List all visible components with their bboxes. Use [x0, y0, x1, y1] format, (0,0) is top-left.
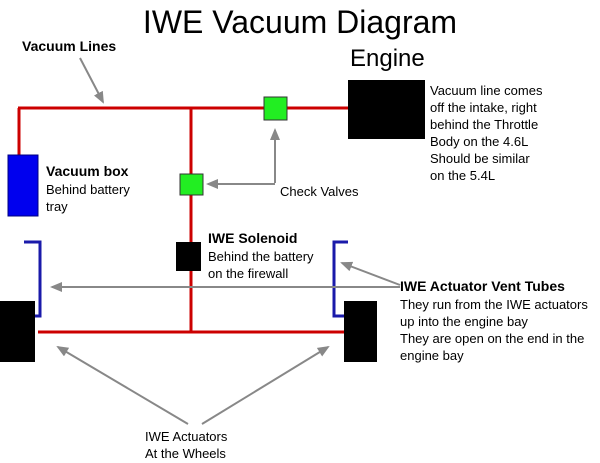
- vent-tubes-title: IWE Actuator Vent Tubes: [400, 278, 565, 294]
- vacuum-box-title: Vacuum box: [46, 163, 129, 179]
- solenoid-title: IWE Solenoid: [208, 230, 298, 246]
- vent-tube-left: [24, 240, 42, 318]
- engine-label: Engine: [350, 45, 425, 72]
- check-valves-label: Check Valves: [280, 184, 359, 199]
- actuators-label: IWE Actuators At the Wheels: [145, 429, 228, 461]
- arrow-actuator-left: [56, 345, 189, 425]
- vent-tubes: [24, 240, 348, 318]
- arrow-vent-right: [340, 261, 401, 286]
- engine-block: [348, 80, 425, 139]
- solenoid-note: Behind the battery on the firewall: [208, 249, 314, 281]
- vacuum-box-note: Behind battery tray: [46, 182, 130, 214]
- vacuum-lines-label: Vacuum Lines: [22, 38, 117, 54]
- annotation-arrows: [50, 57, 401, 425]
- check-valve-center: [179, 173, 204, 196]
- wheel-left: [0, 301, 35, 362]
- wheel-right: [344, 301, 377, 362]
- check-valve-top: [263, 96, 288, 121]
- arrow-actuator-right: [201, 345, 330, 425]
- arrow-vacuum-lines: [79, 57, 104, 104]
- vent-tubes-note: They run from the IWE actuators up into …: [400, 297, 588, 363]
- vacuum-line-network: [17, 106, 350, 334]
- iwe-solenoid: [176, 242, 201, 271]
- vent-tube-right: [332, 240, 348, 318]
- engine-note: Vacuum line comes off the intake, right …: [430, 83, 543, 183]
- diagram-title: IWE Vacuum Diagram: [142, 4, 458, 40]
- vacuum-box: [7, 154, 39, 217]
